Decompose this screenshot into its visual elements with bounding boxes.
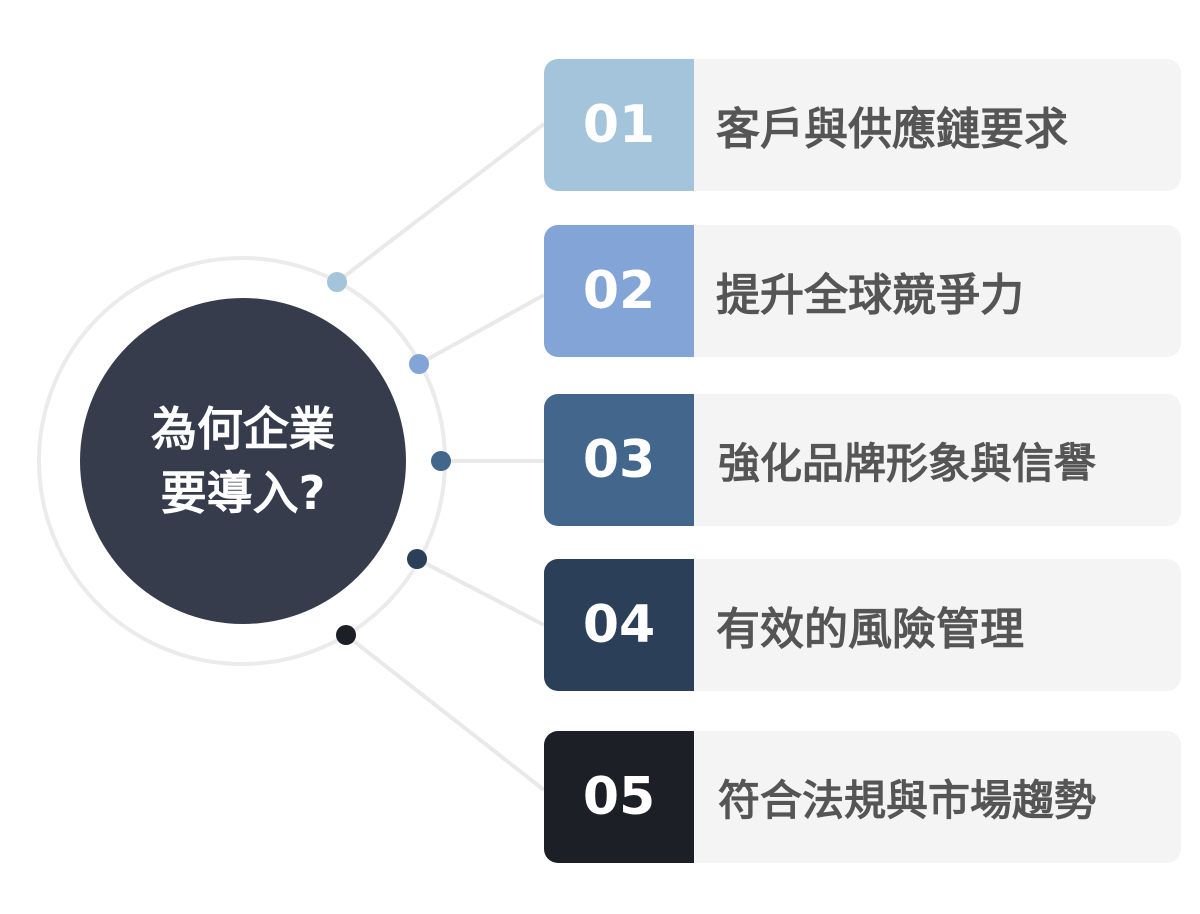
connector-dot-03 [431, 451, 451, 471]
center-title-line1: 為何企業 [151, 402, 335, 456]
reason-label-04: 有效的風險管理 [716, 604, 1024, 655]
reason-label-02: 提升全球競爭力 [716, 270, 1024, 321]
reason-card-05: 05 符合法規與市場趨勢 [544, 731, 1181, 863]
center-circle: 為何企業 要導入? [80, 298, 406, 624]
connector-dot-02 [409, 354, 429, 374]
reason-card-02: 02 提升全球競爭力 [544, 225, 1181, 357]
connector-dot-04 [407, 549, 427, 569]
reason-number-01: 01 [544, 59, 694, 191]
reason-number-05: 05 [544, 731, 694, 863]
reason-number-02: 02 [544, 225, 694, 357]
connector-line-04 [416, 557, 545, 627]
reason-label-03: 強化品牌形象與信譽 [718, 438, 1097, 488]
reason-number-04: 04 [544, 559, 694, 691]
reason-card-04: 04 有效的風險管理 [544, 559, 1181, 691]
reason-number-03: 03 [544, 394, 694, 526]
connector-line-02 [418, 293, 545, 366]
connector-line-05 [344, 633, 546, 792]
reason-card-01: 01 客戶與供應鏈要求 [544, 59, 1181, 191]
connector-dot-05 [336, 625, 356, 645]
reason-label-05: 符合法規與市場趨勢 [718, 775, 1097, 825]
reason-card-03: 03 強化品牌形象與信譽 [544, 394, 1181, 526]
connector-line-01 [335, 122, 546, 284]
reason-label-01: 客戶與供應鏈要求 [716, 104, 1068, 155]
center-title-line2: 要導入? [160, 466, 326, 520]
connector-dot-01 [327, 272, 347, 292]
